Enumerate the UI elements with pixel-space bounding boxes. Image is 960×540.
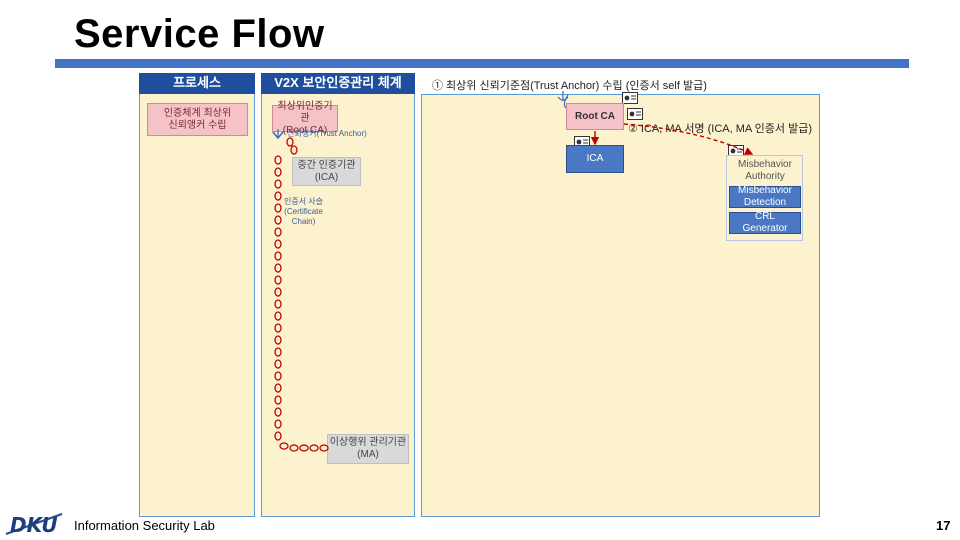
process-step-line-1: 인증체계 최상위 [163,107,232,119]
ma-line-1: 이상행위 관리기관 [329,437,407,448]
ica-node-label: ICA [586,153,604,164]
step-1-note: ① 최상위 신뢰기준점(Trust Anchor) 수립 (인증서 self 발… [432,80,707,92]
step-2-note: ② ICA, MA 서명 (ICA, MA 인증서 발급) [628,123,812,135]
crl-generator-node: CRL Generator [729,211,801,234]
logo-text: DKU [10,513,58,537]
ma-line-2: (MA) [357,449,379,460]
root-to-ma-arrow [623,123,754,155]
self-sign-arrow [563,94,569,109]
crl-line-1: CRL [754,211,775,222]
process-step-box: 인증체계 최상위 신뢰앵커 수립 [147,103,248,136]
root-ca-box: 최상위인증기관 (Root CA) [272,101,338,136]
process-header: 프로세스 [139,73,255,94]
ma-title-line-2: Authority [745,171,785,182]
ica-line-2: (ICA) [314,171,339,183]
dku-logo: DKU [5,513,63,537]
anchor-icon [557,91,569,101]
ica-line-1: 중간 인증기관 [297,159,356,171]
certificate-icon [574,136,590,148]
ica-box: 중간 인증기관 (ICA) [292,157,361,186]
process-step-line-2: 신뢰앵커 수립 [168,119,227,131]
root-ca-line-2: (Root CA) [282,124,328,136]
anchor-icon [272,129,284,140]
chain-note-line-3: Chain) [291,217,316,226]
certificate-icon [622,92,638,104]
misbehavior-detection-node: Misbehavior Detection [729,185,801,208]
root-ca-line-1: 최상위인증기관 [277,100,333,124]
root-ca-node-label: Root CA [575,110,615,122]
ma-title: Misbehavior Authority [728,159,802,183]
ma-title-line-1: Misbehavior [738,159,792,170]
title-rule [55,59,909,68]
certificate-icon [627,108,643,120]
root-ca-node: Root CA [566,103,624,130]
detection-line-1: Misbehavior [738,185,792,196]
v2x-header: V2X 보안인증관리 체계 [261,73,415,94]
page-number: 17 [936,518,951,533]
chain-note-line-1: 인증서 사슬 [284,197,324,206]
footer-lab-name: Information Security Lab [74,518,215,533]
flow-arrows [563,94,754,155]
ica-node: ICA [566,145,624,173]
crl-line-2: Generator [742,223,788,234]
certificate-chain-note: 인증서 사슬 (Certificate Chain) [284,197,323,227]
detection-line-2: Detection [743,197,787,208]
slide-title: Service Flow [74,12,325,56]
chain-note-line-2: (Certificate [284,207,323,216]
chain-icon [274,137,329,452]
ma-box: 이상행위 관리기관 (MA) [327,434,409,464]
trust-anchor-note: 신뢰앵커(Trust Anchor) [287,129,367,138]
process-panel [139,73,255,517]
